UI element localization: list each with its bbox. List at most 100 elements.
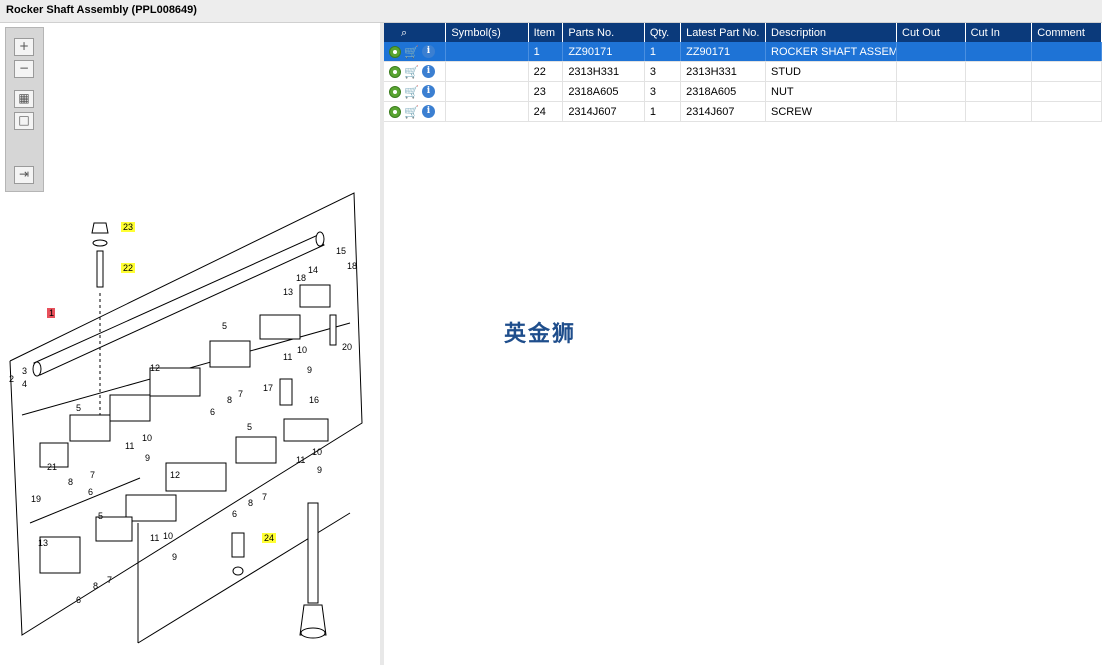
label-13b: 13 <box>38 538 48 548</box>
cell-cut-in <box>965 81 1033 102</box>
gear-icon[interactable] <box>389 105 401 118</box>
column-description[interactable]: Description <box>765 23 898 42</box>
callout-22[interactable]: 22 <box>123 263 133 273</box>
label-12b: 12 <box>170 470 180 480</box>
cell-latest-part-no: 2314J607 <box>680 101 767 122</box>
actual-size-icon[interactable]: □ <box>14 112 34 130</box>
column-latest-part-no[interactable]: Latest Part No. <box>680 23 767 42</box>
search-icon[interactable]: ⌕ <box>401 25 408 39</box>
cart-icon[interactable]: 🛒 <box>404 104 419 119</box>
label-8: 8 <box>227 395 232 405</box>
cart-icon[interactable]: 🛒 <box>404 64 419 79</box>
parts-list-pane: ⌕ Symbol(s) Item Parts No. Qty. Latest P… <box>384 23 1102 665</box>
cart-icon[interactable]: 🛒 <box>404 84 419 99</box>
label-16: 16 <box>309 395 319 405</box>
cell-comment <box>1031 61 1102 82</box>
cell-description: ROCKER SHAFT ASSEMBLY <box>765 42 898 62</box>
cell-latest-part-no: 2318A605 <box>680 81 767 102</box>
label-9: 9 <box>307 365 312 375</box>
cell-qty: 1 <box>644 42 682 62</box>
label-9b: 9 <box>145 453 150 463</box>
callout-24[interactable]: 24 <box>264 533 274 543</box>
column-item[interactable]: Item <box>528 23 564 42</box>
gear-icon[interactable] <box>389 85 401 98</box>
label-7d: 7 <box>107 575 112 585</box>
table-row[interactable]: 🛒i 22 2313H331 3 2313H331 STUD <box>384 61 1102 82</box>
cell-latest-part-no: ZZ90171 <box>680 42 767 62</box>
column-parts-no[interactable]: Parts No. <box>562 23 645 42</box>
cell-item: 22 <box>528 61 564 82</box>
window-title: Rocker Shaft Assembly (PPL008649) <box>6 4 197 16</box>
label-11: 11 <box>283 352 292 362</box>
label-17: 17 <box>263 383 273 393</box>
label-4: 4 <box>22 379 27 389</box>
cell-comment <box>1031 42 1102 62</box>
label-2: 2 <box>9 374 14 384</box>
cart-icon[interactable]: 🛒 <box>404 44 419 59</box>
cell-parts-no: 2318A605 <box>562 81 645 102</box>
callout-1[interactable]: 1 <box>49 308 54 318</box>
diagram-pane[interactable]: + − ▦ □ ⇥ <box>0 23 380 665</box>
label-18b: 18 <box>296 273 306 283</box>
cell-cut-out <box>896 42 966 62</box>
table-row[interactable]: 🛒i 24 2314J607 1 2314J607 SCREW <box>384 101 1102 122</box>
fit-icon[interactable]: ▦ <box>14 90 34 108</box>
label-11d: 11 <box>150 533 159 543</box>
label-6: 6 <box>210 407 215 417</box>
cell-description: NUT <box>765 81 898 102</box>
table-row[interactable]: 🛒i 23 2318A605 3 2318A605 NUT <box>384 81 1102 102</box>
info-icon[interactable]: i <box>421 85 435 98</box>
cell-parts-no: 2314J607 <box>562 101 645 122</box>
cell-qty: 3 <box>644 81 682 102</box>
cell-qty: 3 <box>644 61 682 82</box>
label-12: 12 <box>150 363 160 373</box>
label-9d: 9 <box>172 552 177 562</box>
label-13: 13 <box>283 287 293 297</box>
cell-symbols <box>445 81 529 102</box>
zoom-in-icon[interactable]: + <box>14 38 34 56</box>
export-icon[interactable]: ⇥ <box>14 166 34 184</box>
label-3: 3 <box>22 366 27 376</box>
watermark: 英金狮 <box>504 322 577 347</box>
cell-cut-in <box>965 61 1033 82</box>
info-icon[interactable]: i <box>421 105 435 118</box>
cell-cut-out <box>896 81 966 102</box>
column-icons[interactable]: ⌕ <box>384 23 447 42</box>
cell-symbols <box>445 42 529 62</box>
column-cut-out[interactable]: Cut Out <box>896 23 966 42</box>
label-7b: 7 <box>90 470 95 480</box>
window-title-bar: Rocker Shaft Assembly (PPL008649) <box>0 0 1102 23</box>
cell-symbols <box>445 61 529 82</box>
column-symbols[interactable]: Symbol(s) <box>445 23 529 42</box>
label-10b: 10 <box>142 433 152 443</box>
cell-comment <box>1031 101 1102 122</box>
label-6c: 6 <box>232 509 237 519</box>
label-21: 21 <box>47 462 57 472</box>
pane-divider[interactable] <box>380 23 384 665</box>
label-5c: 5 <box>247 422 252 432</box>
column-qty[interactable]: Qty. <box>644 23 682 42</box>
label-9c: 9 <box>317 465 322 475</box>
column-cut-in[interactable]: Cut In <box>965 23 1033 42</box>
column-comment[interactable]: Comment <box>1031 23 1102 42</box>
callout-23[interactable]: 23 <box>123 222 133 232</box>
label-6d: 6 <box>76 595 81 605</box>
cell-cut-in <box>965 42 1033 62</box>
info-icon[interactable]: i <box>421 65 435 78</box>
cell-comment <box>1031 81 1102 102</box>
info-icon[interactable]: i <box>421 45 435 58</box>
cell-latest-part-no: 2313H331 <box>680 61 767 82</box>
label-19: 19 <box>31 494 41 504</box>
cell-cut-out <box>896 101 966 122</box>
gear-icon[interactable] <box>389 45 401 58</box>
gear-icon[interactable] <box>389 65 401 78</box>
cell-qty: 1 <box>644 101 682 122</box>
table-row[interactable]: 🛒i 1 ZZ90171 1 ZZ90171 ROCKER SHAFT ASSE… <box>384 42 1102 62</box>
cell-item: 1 <box>528 42 564 62</box>
cell-parts-no: ZZ90171 <box>562 42 645 62</box>
label-8d: 8 <box>93 581 98 591</box>
label-5d: 5 <box>98 511 103 521</box>
zoom-out-icon[interactable]: − <box>14 60 34 78</box>
cell-parts-no: 2313H331 <box>562 61 645 82</box>
label-10: 10 <box>297 345 307 355</box>
